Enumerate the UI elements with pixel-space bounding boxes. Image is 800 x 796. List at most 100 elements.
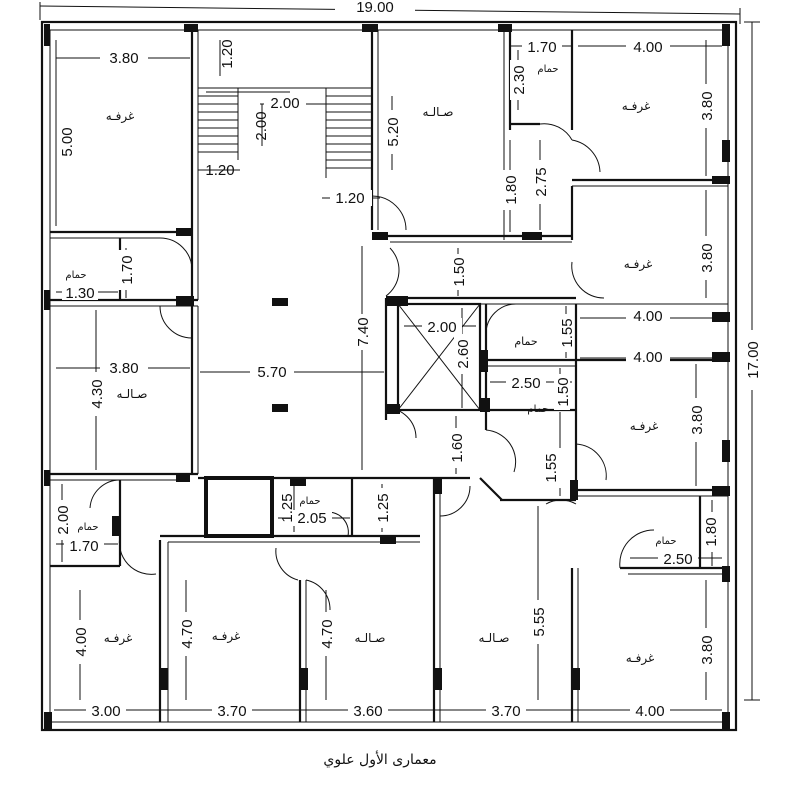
- dim-4-00-br: 4.00: [630, 702, 670, 720]
- svg-text:2.60: 2.60: [455, 339, 472, 368]
- dim-room-tr-h: 3.80: [698, 84, 716, 128]
- svg-text:3.80: 3.80: [699, 635, 716, 664]
- dim-3-70-b: 3.70: [486, 702, 526, 720]
- svg-text:2.00: 2.00: [270, 95, 299, 112]
- dim-1-50-b: 1.50: [554, 374, 572, 410]
- dim-1-55-b: 1.55: [543, 448, 568, 488]
- svg-text:2.50: 2.50: [511, 375, 540, 392]
- svg-text:2.30: 2.30: [511, 65, 528, 94]
- dim-bath-ll-w: 1.70: [64, 537, 104, 555]
- dim-3-60: 3.60: [348, 702, 388, 720]
- dim-stair-bottom: 1.20: [330, 190, 372, 207]
- room-bottom-1: غرفـه: [104, 631, 133, 646]
- dim-bath-ll-h: 2.00: [54, 500, 72, 540]
- svg-text:3.80: 3.80: [109, 50, 138, 67]
- dim-bath-tr-w: 1.70: [522, 38, 562, 56]
- svg-text:1.25: 1.25: [279, 493, 296, 522]
- svg-text:3.70: 3.70: [491, 703, 520, 720]
- dim-elev-w: 2.00: [422, 318, 462, 336]
- dim-room-rm-h: 3.80: [688, 398, 706, 442]
- columns: [44, 24, 730, 730]
- svg-text:5.20: 5.20: [385, 117, 402, 146]
- dim-corr-h: 1.50: [450, 254, 468, 290]
- dim-overall-width: 19.00: [356, 0, 394, 16]
- svg-text:4.70: 4.70: [319, 619, 336, 648]
- dim-stair-top: 1.20: [219, 39, 236, 68]
- dim-4-70-a: 4.70: [178, 612, 196, 656]
- interior-walls: [50, 30, 728, 722]
- dim-stair-width: 2.00: [264, 94, 306, 112]
- svg-text:1.20: 1.20: [205, 162, 234, 179]
- dim-1-25-a: 1.25: [279, 493, 296, 522]
- dim-5-55: 5.55: [530, 600, 548, 644]
- svg-text:5.70: 5.70: [257, 364, 286, 381]
- svg-text:2.00: 2.00: [427, 319, 456, 336]
- svg-text:1.20: 1.20: [219, 39, 236, 68]
- svg-text:1.70: 1.70: [119, 255, 136, 284]
- svg-text:3.80: 3.80: [699, 243, 716, 272]
- dim-5-70: 5.70: [250, 364, 294, 381]
- svg-text:4.00: 4.00: [633, 308, 662, 325]
- svg-text:2.00: 2.00: [55, 505, 72, 534]
- hall-bottom-3: صـالـه: [355, 631, 386, 645]
- svg-text:3.80: 3.80: [109, 360, 138, 377]
- dim-room-ru-h: 3.80: [698, 236, 716, 280]
- dim-bath-br-w: 2.50: [658, 550, 698, 568]
- room-right-upper: غرفـه: [624, 257, 653, 272]
- plan-caption: معمارى الأول علوي: [323, 750, 436, 768]
- svg-text:2.50: 2.50: [663, 551, 692, 568]
- svg-text:5.00: 5.00: [59, 127, 76, 156]
- svg-text:1.60: 1.60: [449, 433, 466, 462]
- svg-text:1.20: 1.20: [335, 190, 364, 207]
- bath-left-upper: حمام: [65, 270, 86, 281]
- svg-text:2.00: 2.00: [253, 111, 270, 140]
- svg-text:3.80: 3.80: [689, 405, 706, 434]
- dimension-labels: 3.80 5.00 1.20 2.00 2.00 1.20 1.20 5.20 …: [54, 38, 720, 720]
- dim-stair-left: 1.20: [205, 162, 234, 179]
- dim-bath-l-h: 1.70: [118, 250, 136, 290]
- room-bottom-2: غرفـه: [212, 629, 241, 644]
- dim-room-tr-w: 4.00: [626, 38, 670, 56]
- svg-text:1.70: 1.70: [527, 39, 556, 56]
- svg-text:1.55: 1.55: [559, 318, 576, 347]
- dim-1-55-a: 1.55: [558, 314, 576, 352]
- dim-bath-br-h: 1.80: [703, 512, 720, 552]
- room-top-right: غرفـه: [622, 99, 651, 114]
- svg-text:3.60: 3.60: [353, 703, 382, 720]
- dim-hall-lm-h: 4.30: [88, 372, 106, 416]
- dim-4-00-bl: 4.00: [72, 620, 90, 664]
- dim-room-rm-w: 4.00: [626, 348, 670, 366]
- hall-top-center: صـالـه: [423, 105, 454, 119]
- svg-text:1.70: 1.70: [69, 538, 98, 555]
- bath-right-lower: حمام: [655, 536, 676, 547]
- svg-text:3.70: 3.70: [217, 703, 246, 720]
- dim-elev-h: 2.60: [454, 334, 472, 374]
- dim-3-00: 3.00: [86, 702, 126, 720]
- svg-text:4.30: 4.30: [89, 379, 106, 408]
- svg-text:1.50: 1.50: [555, 377, 572, 406]
- dim-bath-tr-h: 2.30: [510, 60, 528, 100]
- svg-text:1.25: 1.25: [375, 493, 392, 522]
- dim-tl-height: 5.00: [58, 120, 76, 164]
- svg-text:1.50: 1.50: [451, 257, 468, 286]
- dim-2-50-a: 2.50: [506, 374, 546, 392]
- dim-2-75: 2.75: [532, 160, 550, 204]
- dim-overall-height: 17.00: [745, 341, 762, 379]
- svg-text:3.80: 3.80: [699, 91, 716, 120]
- dim-hall-height: 5.20: [384, 110, 402, 154]
- dim-7-40: 7.40: [354, 314, 372, 350]
- staircase: [198, 87, 372, 178]
- outer-walls: [40, 20, 738, 732]
- hall-bottom-4: صـالـه: [479, 631, 510, 645]
- dim-2-05: 2.05: [292, 510, 332, 527]
- dim-1-25-b: 1.25: [374, 488, 392, 528]
- svg-text:2.75: 2.75: [533, 167, 550, 196]
- svg-text:4.00: 4.00: [73, 627, 90, 656]
- dim-hall-lm-w: 3.80: [100, 360, 148, 377]
- dim-3-70-a: 3.70: [212, 702, 252, 720]
- overall-dimensions: 19.00 17.00: [39, 0, 762, 701]
- bath-top-right: حمام: [537, 64, 558, 75]
- svg-text:4.70: 4.70: [179, 619, 196, 648]
- svg-text:1.80: 1.80: [703, 517, 720, 546]
